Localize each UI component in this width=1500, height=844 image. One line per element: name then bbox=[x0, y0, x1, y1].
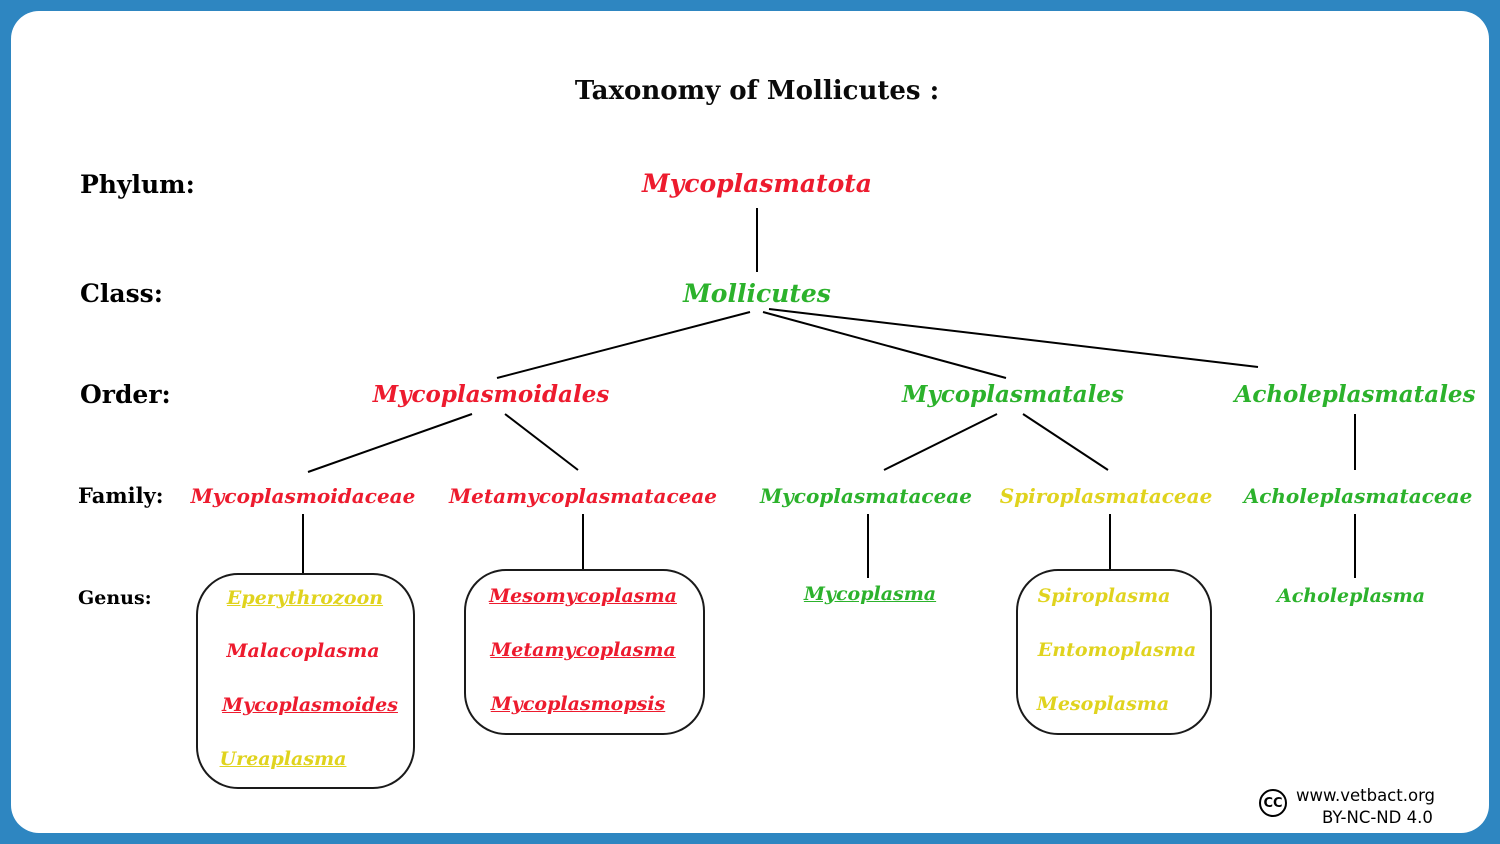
genus-node-eperythrozoon: Eperythrozoon bbox=[226, 587, 384, 609]
genus-node-malacoplasma: Malacoplasma bbox=[226, 640, 380, 662]
credit-license: BY-NC-ND 4.0 bbox=[1322, 808, 1433, 827]
rank-label-phylum: Phylum: bbox=[80, 170, 195, 199]
family-node-mycoplasmataceae: Mycoplasmataceae bbox=[760, 484, 972, 508]
order-node-mycoplasmoidales: Mycoplasmoidales bbox=[372, 381, 610, 408]
genus-node-entomoplasma: Entomoplasma bbox=[1037, 639, 1197, 661]
rank-label-class: Class: bbox=[80, 279, 163, 308]
cc-icon-label: CC bbox=[1263, 795, 1283, 811]
credit-website: www.vetbact.org bbox=[1296, 786, 1436, 805]
genus-node-acholeplasma: Acholeplasma bbox=[1276, 585, 1426, 607]
genus-box-spiroplasmataceae bbox=[1016, 569, 1212, 735]
family-node-mycoplasmoidaceae: Mycoplasmoidaceae bbox=[190, 484, 416, 508]
page-title: Taxonomy of Mollicutes : bbox=[574, 76, 940, 106]
order-node-acholeplasmatales: Acholeplasmatales bbox=[1234, 381, 1476, 408]
phylum-node-mycoplasmatota: Mycoplasmatota bbox=[642, 169, 872, 198]
family-node-acholeplasmataceae: Acholeplasmataceae bbox=[1243, 484, 1473, 508]
class-node-mollicutes: Mollicutes bbox=[683, 279, 831, 308]
genus-node-spiroplasma: Spiroplasma bbox=[1037, 585, 1171, 607]
rank-label-order: Order: bbox=[80, 380, 171, 409]
family-node-metamycoplasmataceae: Metamycoplasmataceae bbox=[448, 484, 718, 508]
genus-node-mesomycoplasma: Mesomycoplasma bbox=[489, 585, 677, 607]
genus-node-mesoplasma: Mesoplasma bbox=[1036, 693, 1170, 715]
genus-box-mycoplasmoidaceae bbox=[196, 573, 415, 789]
rank-label-family: Family: bbox=[78, 483, 164, 508]
family-node-spiroplasmataceae: Spiroplasmataceae bbox=[999, 484, 1213, 508]
order-node-mycoplasmatales: Mycoplasmatales bbox=[902, 381, 1124, 408]
genus-node-mycoplasmoides: Mycoplasmoides bbox=[222, 694, 398, 716]
diagram-panel bbox=[11, 11, 1489, 833]
genus-node-mycoplasma: Mycoplasma bbox=[803, 583, 937, 605]
genus-node-ureaplasma: Ureaplasma bbox=[219, 748, 347, 770]
genus-node-metamycoplasma: Metamycoplasma bbox=[490, 639, 676, 661]
genus-box-metamycoplasmataceae bbox=[464, 569, 705, 735]
genus-node-mycoplasmopsis: Mycoplasmopsis bbox=[490, 693, 666, 715]
cc-license-icon: CC bbox=[1259, 789, 1287, 817]
rank-label-genus: Genus: bbox=[78, 587, 152, 609]
